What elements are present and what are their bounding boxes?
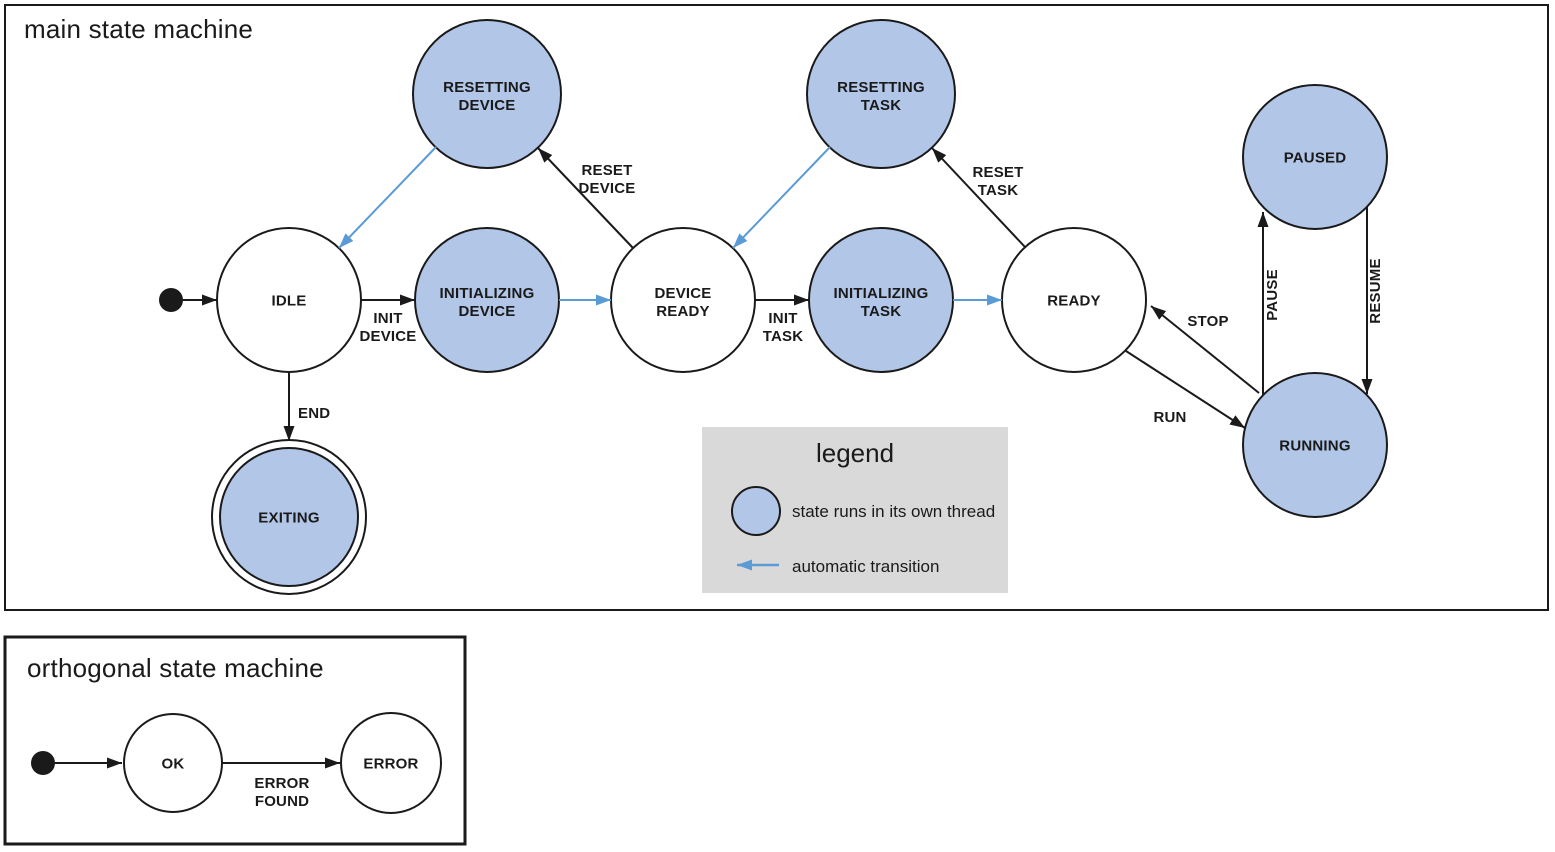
state-label-ready: READY [1047, 293, 1101, 310]
transition-ready-to-running: RUN [1125, 350, 1246, 429]
main-state-machine-box: main state machine [4, 4, 1549, 611]
transition-label-running-to-ready: STOP [1187, 313, 1228, 330]
state-label-running: RUNNING [1279, 438, 1350, 455]
state-label-paused: PAUSED [1284, 150, 1347, 167]
orthogonal-box-border [3, 635, 467, 846]
state-label-ok: OK [162, 756, 185, 773]
transition-arrow-running-to-ready [1150, 305, 1260, 394]
transition-arrow-ready-to-resetting-task [931, 147, 1026, 248]
transition-arrow-ready-to-running [1125, 350, 1246, 429]
transition-label-paused-to-running: RESUME [1367, 258, 1384, 323]
state-circle-resetting-device [412, 19, 562, 169]
state-running: RUNNING [1242, 372, 1388, 518]
transition-arrow-device-ready-to-resetting-device [537, 147, 634, 249]
transition-label-idle-to-exiting: END [298, 405, 330, 422]
transition-running-to-ready: STOP [1150, 305, 1260, 394]
orthogonal-state-machine-box: orthogonal state machine [3, 635, 467, 846]
legend: legend state runs in its own thread automa… [702, 427, 1008, 593]
state-ready: READY [1001, 227, 1147, 373]
main-box-border [4, 4, 1549, 611]
transition-idle-to-exiting: END [283, 372, 330, 441]
transition-running-to-paused: PAUSE [1257, 212, 1281, 395]
transition-paused-to-running: RESUME [1361, 207, 1384, 394]
state-circle-paused [1242, 84, 1388, 230]
legend-auto-transition-text: automatic transition [792, 557, 939, 576]
transition-resetting-device-to-idle [338, 146, 437, 249]
initial-state-dot-main [159, 288, 183, 312]
legend-threaded-state-text: state runs in its own thread [792, 502, 995, 521]
transition-arrow-resetting-device-to-idle [338, 146, 437, 249]
state-label-idle: IDLE [272, 293, 307, 310]
state-paused: PAUSED [1242, 84, 1388, 230]
legend-threaded-state-swatch [731, 486, 781, 536]
state-circle-error [340, 712, 442, 814]
transition-arrow-resetting-task-to-device-ready [732, 146, 831, 249]
state-circle-resetting-task [806, 19, 956, 169]
state-circle-running [1242, 372, 1388, 518]
state-ok: OK [123, 713, 223, 813]
orthogonal-state-machine-title: orthogonal state machine [27, 653, 324, 683]
initial-state-dot-orthogonal [31, 751, 55, 775]
transition-resetting-task-to-device-ready [732, 146, 831, 249]
state-label-error: ERROR [363, 756, 418, 773]
transition-label-running-to-paused: PAUSE [1264, 269, 1281, 321]
state-exiting: EXITING [211, 439, 367, 595]
state-idle: IDLE [216, 227, 362, 373]
state-error: ERROR [340, 712, 442, 814]
state-label-exiting: EXITING [258, 510, 319, 527]
transition-label-ready-to-running: RUN [1153, 409, 1186, 426]
main-state-machine-title: main state machine [24, 14, 253, 44]
state-circle-exiting [219, 447, 359, 587]
legend-title: legend [816, 438, 894, 468]
